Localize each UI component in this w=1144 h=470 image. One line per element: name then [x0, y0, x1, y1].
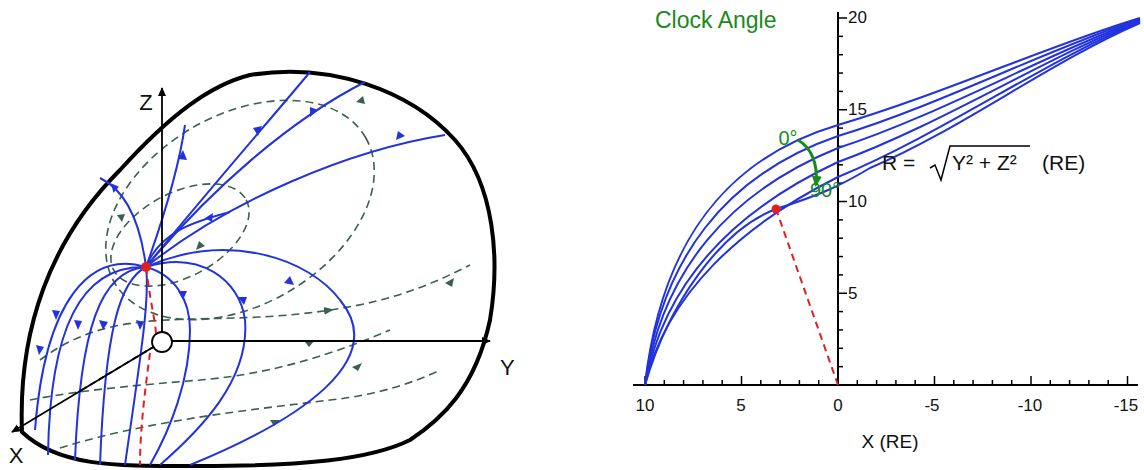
tick-label: 15: [848, 101, 867, 118]
angle-label: 90°: [810, 180, 840, 200]
tick-label: -10: [1018, 397, 1043, 414]
axis-label: Y: [500, 357, 515, 379]
tick-label: 20: [848, 9, 867, 26]
formula: R =: [882, 152, 915, 173]
axis-title: X (RE): [862, 432, 919, 451]
unit-label: (RE): [1042, 152, 1085, 173]
tick-label: 5: [848, 285, 857, 302]
angle-title: Clock Angle: [655, 9, 776, 32]
tick-label: -5: [924, 397, 939, 414]
tick-label: 10: [636, 397, 655, 414]
formula: Y² + Z²: [952, 152, 1017, 173]
tick-label: -15: [1114, 397, 1139, 414]
tick-label: 0: [833, 397, 842, 414]
axis-label: Z: [139, 92, 152, 114]
tick-label: 10: [848, 193, 867, 210]
angle-label: 0°: [778, 128, 797, 148]
axis-label: X: [9, 445, 24, 467]
tick-label: 5: [736, 397, 745, 414]
